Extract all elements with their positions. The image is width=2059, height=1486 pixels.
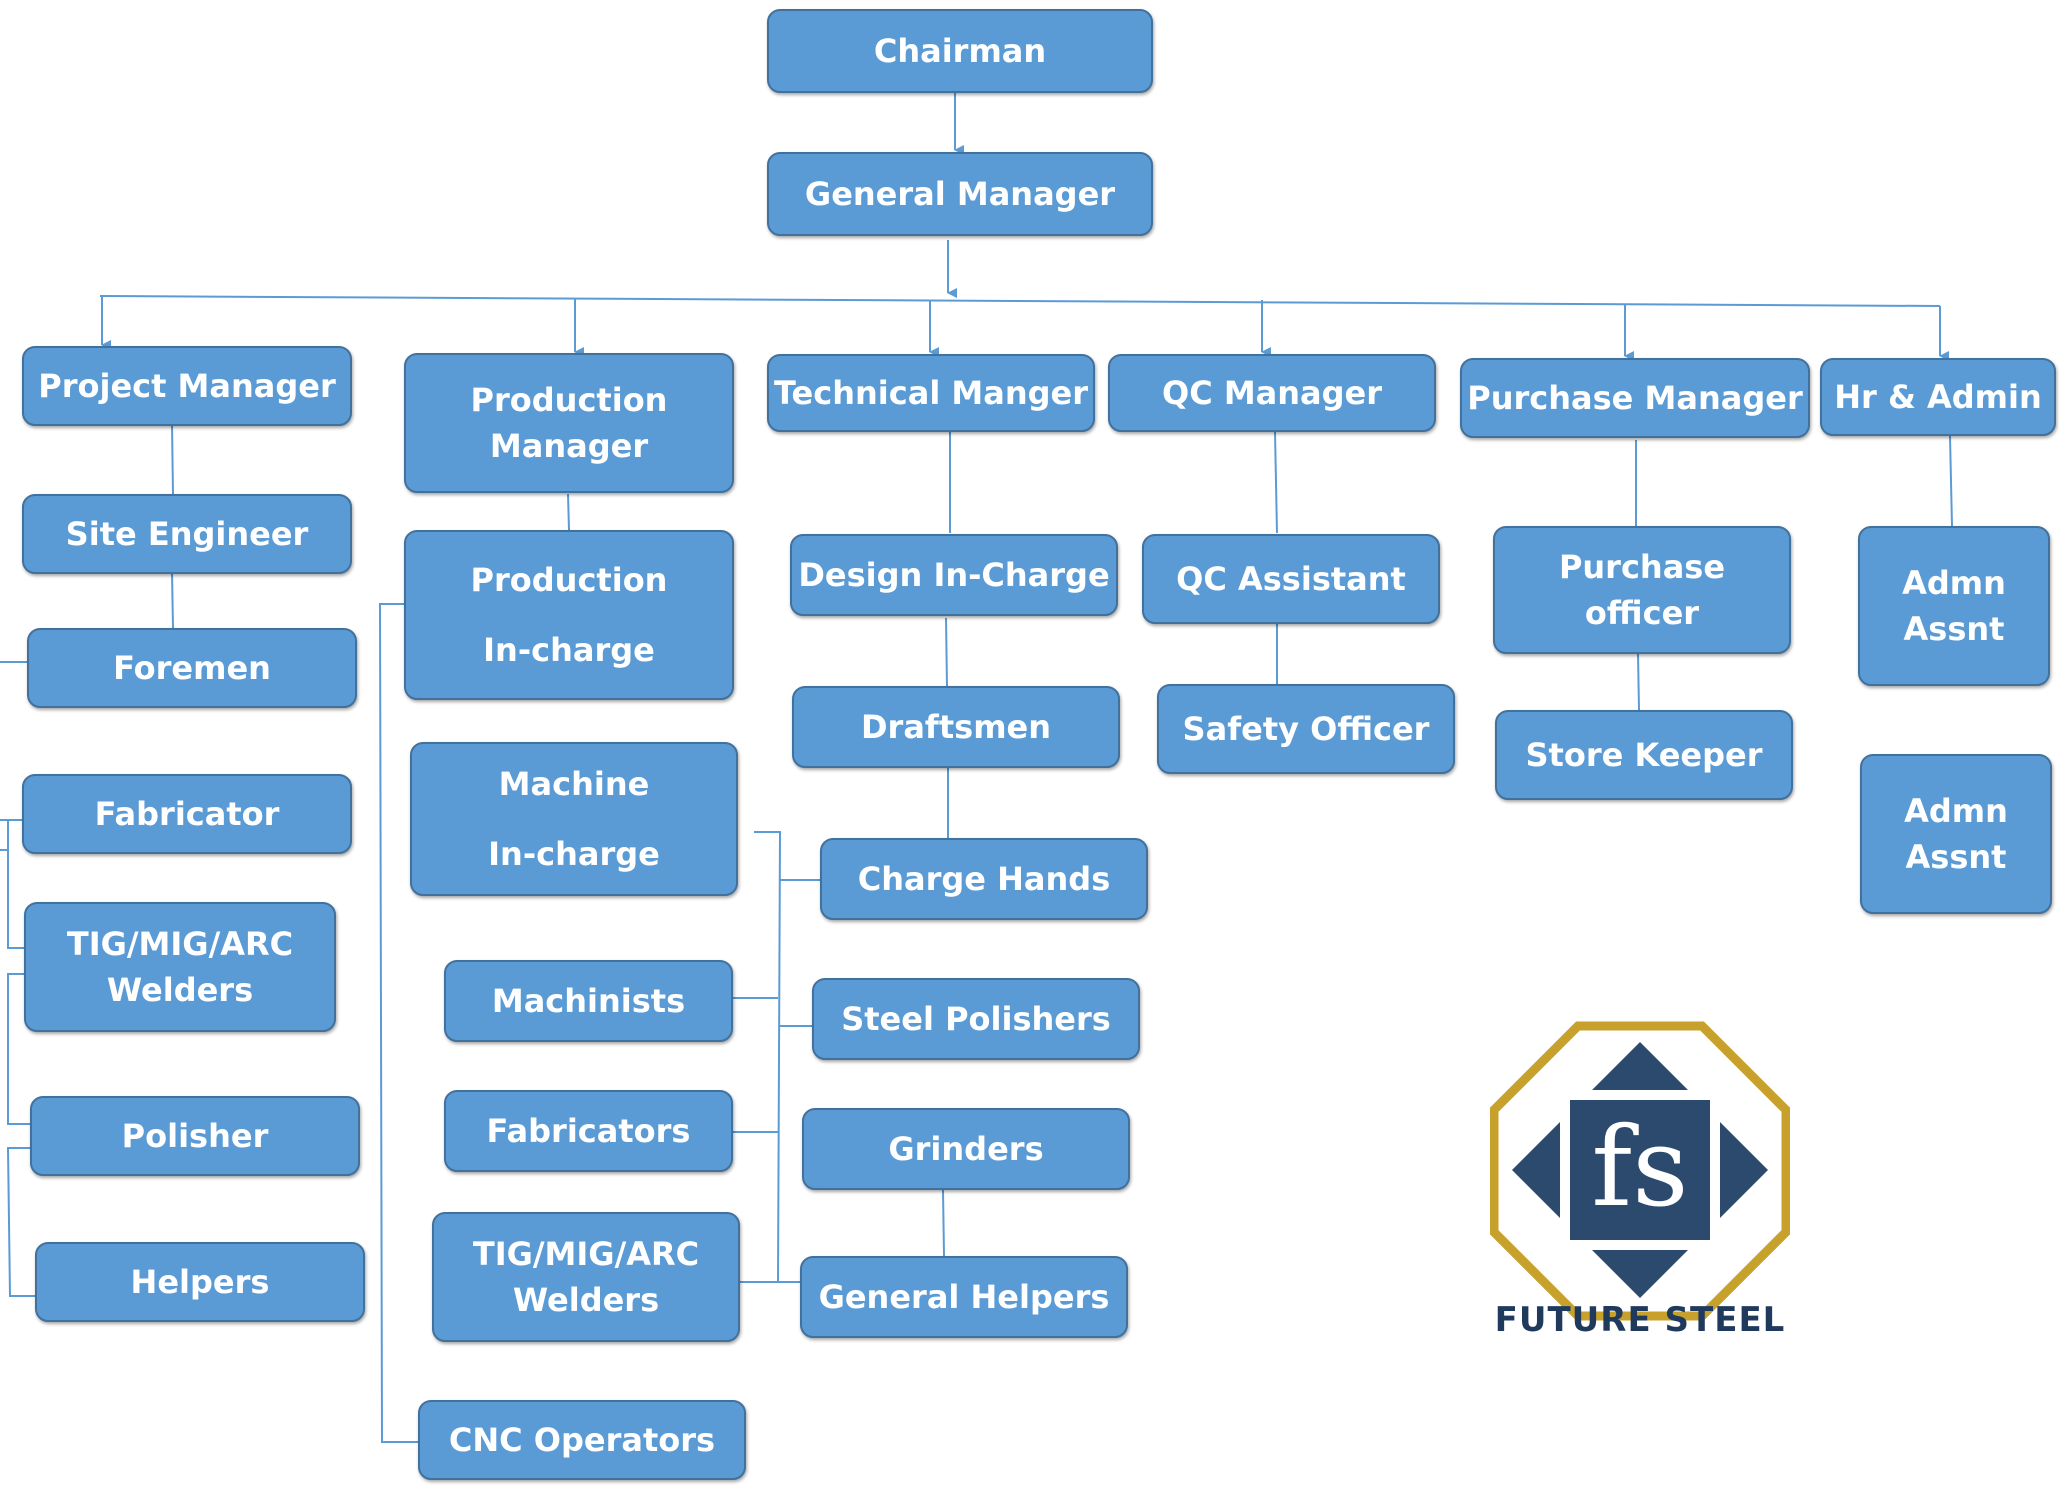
connector-officer-store — [1637, 653, 1640, 711]
fabricators-label: Fabricators — [486, 1111, 691, 1150]
purchase-officer-label: Purchase officer — [1558, 547, 1726, 632]
grinders-label: Grinders — [888, 1129, 1044, 1168]
qc-manager-label: QC Manager — [1161, 373, 1383, 412]
connector-fabricator-welders — [0, 819, 26, 949]
foremen-box[interactable]: Foremen — [27, 628, 357, 708]
steel-polishers-box[interactable]: Steel Polishers — [812, 978, 1140, 1060]
draftsmen-box[interactable]: Draftsmen — [792, 686, 1120, 768]
qc-assistant-label: QC Assistant — [1176, 559, 1406, 598]
safety-officer-label: Safety Officer — [1182, 709, 1430, 748]
store-keeper-box[interactable]: Store Keeper — [1495, 710, 1793, 800]
connector-grinders-helpers — [942, 1189, 945, 1257]
general-manager-box[interactable]: General Manager — [767, 152, 1153, 236]
qc-manager-box[interactable]: QC Manager — [1108, 354, 1436, 432]
helpers-label: Helpers — [130, 1262, 270, 1301]
future-steel-logo: fs — [1490, 1021, 1790, 1321]
logo-initials: fs — [1591, 1103, 1688, 1231]
draftsmen-label: Draftsmen — [860, 707, 1052, 746]
cnc-operators-label: CNC Operators — [448, 1420, 716, 1459]
machine-incharge-label: Machine In-charge — [488, 764, 660, 873]
project-manager-label: Project Manager — [38, 366, 336, 405]
qc-assistant-box[interactable]: QC Assistant — [1142, 534, 1440, 624]
pm-welders-label: TIG/MIG/ARC Welders — [66, 924, 294, 1009]
chairman-label: Chairman — [873, 31, 1047, 70]
grinders-box[interactable]: Grinders — [802, 1108, 1130, 1190]
logo-name: FUTURE STEEL — [1494, 1300, 1786, 1340]
fabricator-box[interactable]: Fabricator — [22, 774, 352, 854]
store-keeper-label: Store Keeper — [1525, 735, 1763, 774]
production-incharge-label: Production In-charge — [470, 560, 668, 669]
hr-admin-box[interactable]: Hr & Admin — [1820, 358, 2056, 436]
production-manager-box[interactable]: Production Manager — [404, 353, 734, 493]
technical-manager-box[interactable]: Technical Manger — [767, 354, 1095, 432]
connector-qc-assistant — [1274, 431, 1278, 534]
connector-manager-bus — [99, 295, 1941, 307]
charge-hands-label: Charge Hands — [857, 859, 1111, 898]
connector-prod-right-bus — [754, 831, 800, 1283]
purchase-manager-box[interactable]: Purchase Manager — [1460, 358, 1810, 438]
general-helpers-label: General Helpers — [818, 1277, 1110, 1316]
polisher-label: Polisher — [121, 1116, 269, 1155]
helpers-box[interactable]: Helpers — [35, 1242, 365, 1322]
design-incharge-label: Design In-Charge — [798, 555, 1110, 594]
pm-welders-box[interactable]: TIG/MIG/ARC Welders — [24, 902, 336, 1032]
connector-design-draftsmen — [945, 617, 948, 688]
connector-site-foremen — [171, 571, 174, 629]
purchase-officer-box[interactable]: Purchase officer — [1493, 526, 1791, 654]
chairman-box[interactable]: Chairman — [767, 9, 1153, 93]
technical-manager-label: Technical Manger — [773, 373, 1089, 412]
design-incharge-box[interactable]: Design In-Charge — [790, 534, 1118, 616]
connector-welders-polisher — [7, 973, 30, 1125]
general-manager-label: General Manager — [804, 174, 1116, 213]
admn-assnt-1-label: Admn Assnt — [1902, 563, 2006, 648]
fabricator-label: Fabricator — [94, 794, 280, 833]
prod-welders-box[interactable]: TIG/MIG/ARC Welders — [432, 1212, 740, 1342]
safety-officer-box[interactable]: Safety Officer — [1157, 684, 1455, 774]
machine-incharge-box[interactable]: Machine In-charge — [410, 742, 738, 896]
logo-inner-square — [1570, 1100, 1710, 1240]
machinists-label: Machinists — [491, 981, 686, 1020]
admn-assnt-2-box[interactable]: Admn Assnt — [1860, 754, 2052, 914]
site-engineer-label: Site Engineer — [65, 514, 309, 553]
admn-assnt-1-box[interactable]: Admn Assnt — [1858, 526, 2050, 686]
project-manager-box[interactable]: Project Manager — [22, 346, 352, 426]
connector-polisher-helpers — [6, 1147, 36, 1297]
connector-hr-admn — [1949, 435, 1953, 527]
connector-pm-site — [171, 423, 174, 496]
prod-welders-label: TIG/MIG/ARC Welders — [472, 1234, 700, 1319]
machinists-box[interactable]: Machinists — [444, 960, 733, 1042]
foremen-label: Foremen — [113, 648, 271, 687]
polisher-box[interactable]: Polisher — [30, 1096, 360, 1176]
production-incharge-box[interactable]: Production In-charge — [404, 530, 734, 700]
site-engineer-box[interactable]: Site Engineer — [22, 494, 352, 574]
general-helpers-box[interactable]: General Helpers — [800, 1256, 1128, 1338]
hr-admin-label: Hr & Admin — [1834, 377, 2042, 416]
charge-hands-box[interactable]: Charge Hands — [820, 838, 1148, 920]
connector-production-spine — [378, 603, 418, 1443]
production-manager-label: Production Manager — [470, 380, 668, 465]
connector-prodmgr-incharge — [567, 493, 570, 531]
fabricators-box[interactable]: Fabricators — [444, 1090, 733, 1172]
purchase-manager-label: Purchase Manager — [1467, 378, 1803, 417]
cnc-operators-box[interactable]: CNC Operators — [418, 1400, 746, 1480]
steel-polishers-label: Steel Polishers — [841, 999, 1111, 1038]
admn-assnt-2-label: Admn Assnt — [1904, 791, 2008, 876]
